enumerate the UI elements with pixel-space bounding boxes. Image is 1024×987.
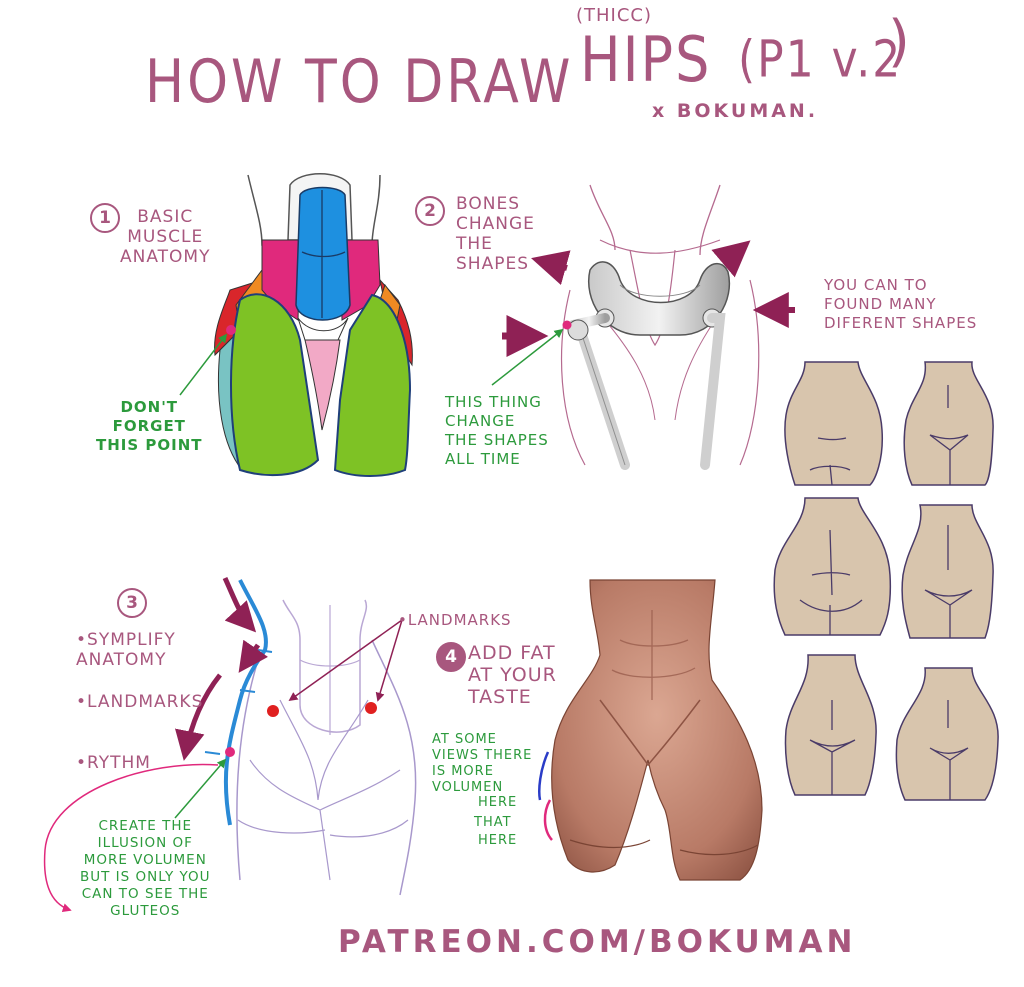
title-part: (P1 v.2	[738, 30, 903, 89]
muscle-anatomy-figure	[179, 173, 413, 477]
shapes-caption: YOU CAN TO FOUND MANY DIFERENT SHAPES	[824, 276, 978, 332]
step-1-number: 1	[90, 203, 120, 233]
page-title: HOW TO DRAW	[145, 47, 574, 117]
hip-shape-3	[773, 497, 892, 636]
title-thicc: (THICC)	[576, 5, 653, 26]
title-part-close: )	[888, 9, 911, 74]
step-4-number: 4	[436, 642, 466, 672]
step-4-that: THAT	[474, 815, 512, 830]
step-2-label: BONES CHANGE THE SHAPES	[456, 194, 535, 274]
step-2-note: THIS THING CHANGE THE SHAPES ALL TIME	[445, 393, 549, 468]
step-3-landmarks-label: •LANDMARKS	[398, 611, 512, 629]
fat-hips-figure	[538, 579, 763, 881]
step-1-label: BASIC MUSCLE ANATOMY	[120, 207, 211, 267]
step-3-bullet-rythm: •RYTHM	[76, 753, 151, 773]
hip-shape-5	[784, 654, 877, 796]
step-4-here-top: HERE	[478, 795, 518, 810]
patreon-url[interactable]: PATREON.COM/BOKUMAN	[338, 924, 857, 960]
step-4-here-bottom: HERE	[478, 833, 518, 848]
pelvis-bones-figure	[491, 184, 795, 470]
step-3-bullet-simplify: •SYMPLIFY ANATOMY	[76, 630, 176, 670]
hip-shapes-grid	[773, 361, 999, 801]
hip-shape-1	[784, 361, 884, 486]
hip-shape-4	[901, 504, 994, 639]
step-4-note: AT SOME VIEWS THERE IS MORE VOLUMEN	[432, 732, 533, 795]
step-3-bullet-landmarks: •LANDMARKS	[76, 692, 204, 712]
hip-shape-6	[895, 667, 999, 801]
step-1-note: DON'T FORGET THIS POINT	[96, 398, 203, 454]
hip-shape-2	[903, 361, 994, 486]
step-3-number: 3	[117, 588, 147, 618]
title-hips: HIPS	[580, 23, 712, 96]
step-4-label: ADD FAT AT YOUR TASTE	[468, 642, 557, 708]
step-2-number: 2	[415, 196, 445, 226]
step-3-note: CREATE THE ILLUSION OF MORE VOLUMEN BUT …	[80, 818, 211, 919]
author-credit: x BOKUMAN.	[652, 100, 819, 122]
simplified-hips-figure	[43, 576, 417, 912]
